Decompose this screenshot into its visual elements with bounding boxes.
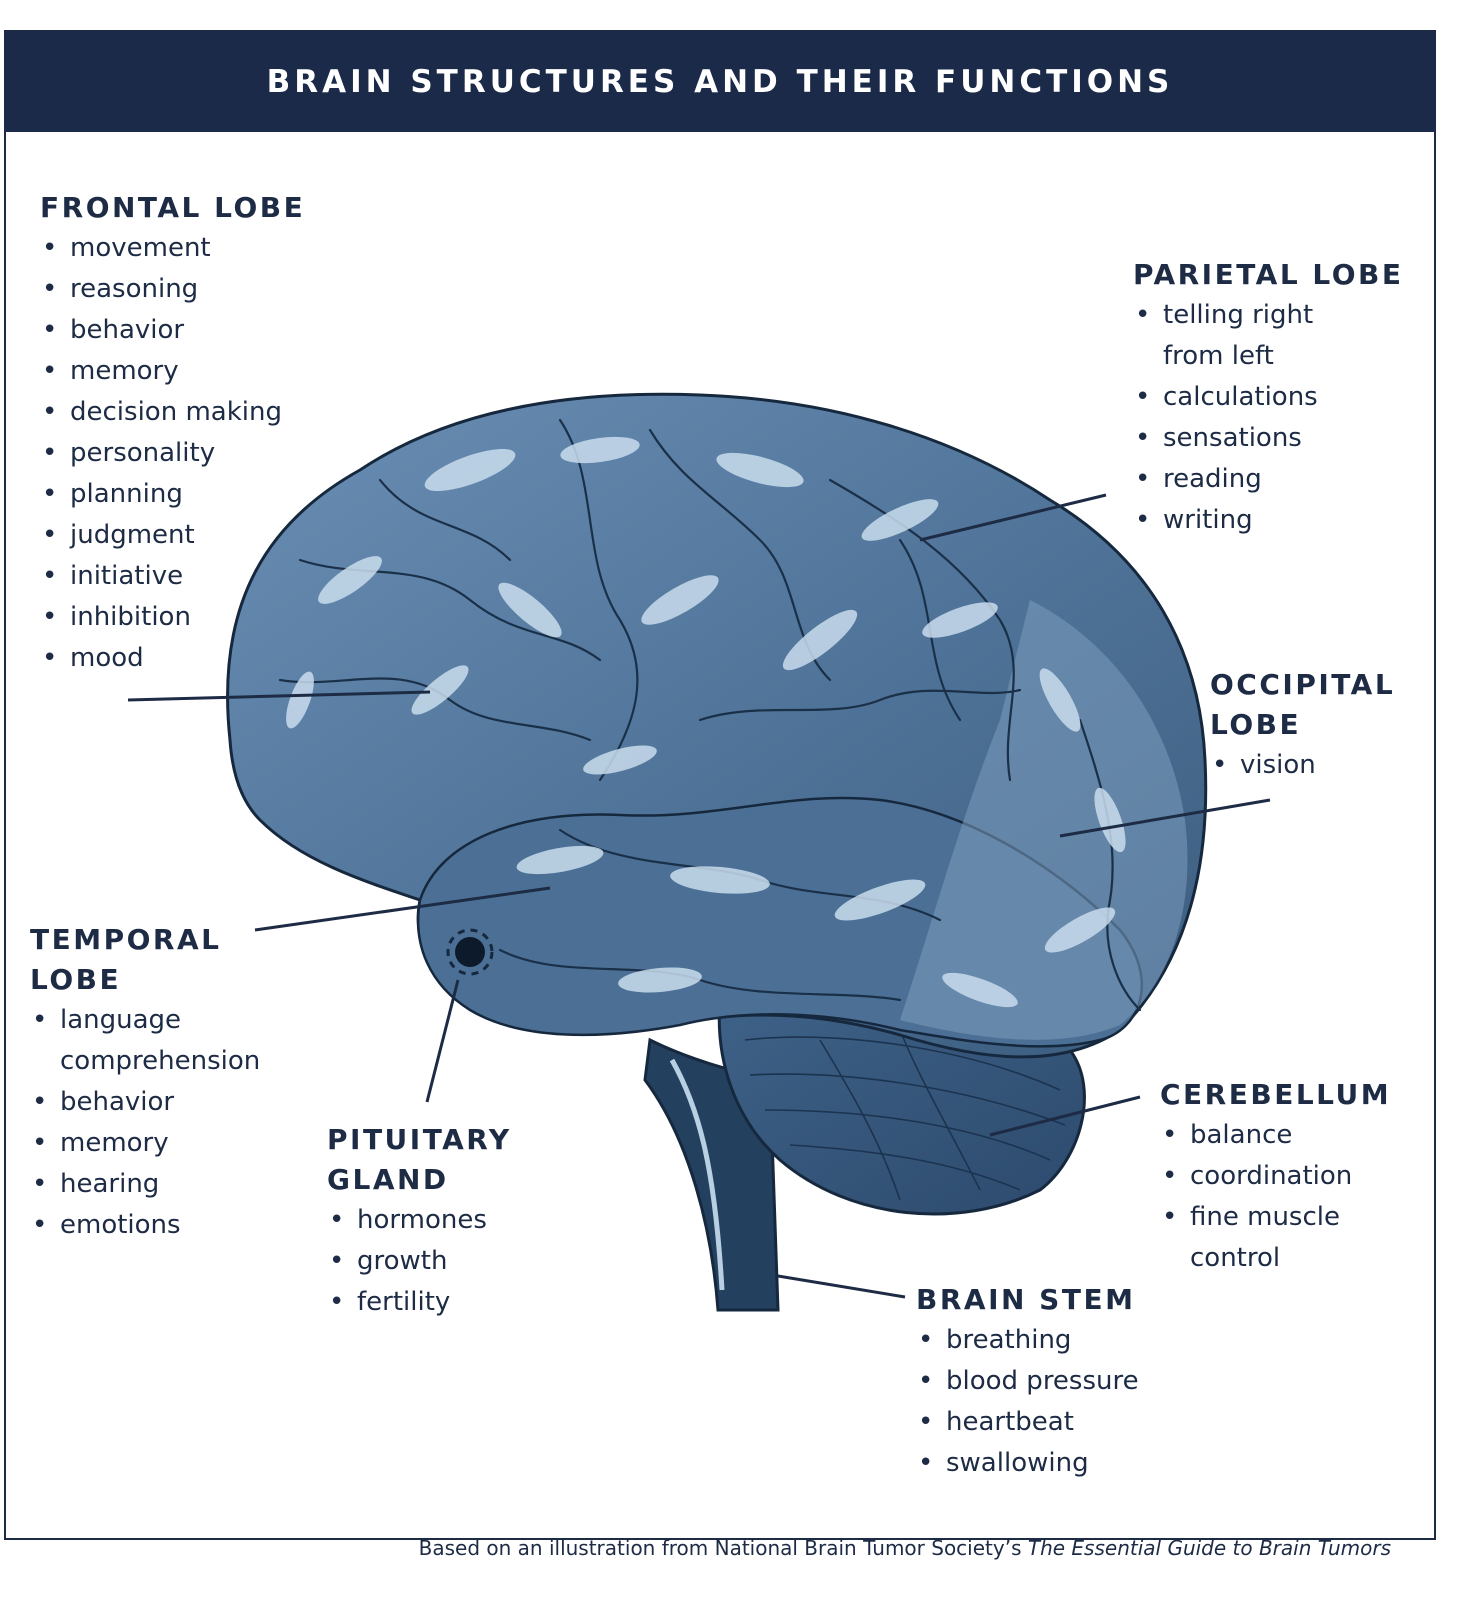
function-item: heartbeat <box>916 1402 1186 1443</box>
source-caption: Based on an illustration from National B… <box>419 1536 1391 1560</box>
function-item: language comprehension <box>30 1000 260 1082</box>
function-item: behavior <box>40 310 330 351</box>
function-item: initiative <box>40 556 330 597</box>
temporal-lobe-label: TEMPORAL LOBE language comprehensionbeha… <box>30 920 260 1246</box>
function-item: fine muscle control <box>1160 1197 1375 1279</box>
function-item: inhibition <box>40 597 330 638</box>
brain-stem-label: BRAIN STEM breathingblood pressureheartb… <box>916 1280 1186 1484</box>
pituitary-gland-marker <box>446 928 494 976</box>
function-item: judgment <box>40 515 330 556</box>
pituitary-gland-functions: hormonesgrowthfertility <box>327 1200 547 1323</box>
temporal-lobe-functions: language comprehensionbehaviormemoryhear… <box>30 1000 260 1246</box>
function-item: calculations <box>1133 377 1343 418</box>
brain-stem-highlight <box>669 1058 725 1291</box>
frontal-lobe-label: FRONTAL LOBE movementreasoningbehaviorme… <box>40 188 330 679</box>
function-item: movement <box>40 228 330 269</box>
function-item: telling right from left <box>1133 295 1343 377</box>
function-item: swallowing <box>916 1443 1186 1484</box>
function-item: coordination <box>1160 1156 1375 1197</box>
cerebellum-functions: balancecoordinationfine muscle control <box>1160 1115 1375 1279</box>
function-item: planning <box>40 474 330 515</box>
function-item: growth <box>327 1241 547 1282</box>
cerebellum-leader <box>989 1095 1141 1137</box>
brain-stem-functions: breathingblood pressureheartbeatswallowi… <box>916 1320 1186 1484</box>
occipital-lobe-functions: vision <box>1210 745 1410 786</box>
parietal-lobe-title: PARIETAL LOBE <box>1133 258 1404 291</box>
function-item: balance <box>1160 1115 1375 1156</box>
function-item: blood pressure <box>916 1361 1186 1402</box>
parietal-lobe-label: PARIETAL LOBE telling right from leftcal… <box>1133 255 1408 541</box>
cerebellum-label: CEREBELLUM balancecoordinationfine muscl… <box>1160 1075 1420 1279</box>
function-item: mood <box>40 638 330 679</box>
function-item: personality <box>40 433 330 474</box>
function-item: hearing <box>30 1164 260 1205</box>
pituitary-gland-title: PITUITARY GLAND <box>327 1123 512 1196</box>
function-item: hormones <box>327 1200 547 1241</box>
function-item: memory <box>30 1123 260 1164</box>
occipital-lobe-label: OCCIPITAL LOBE vision <box>1210 665 1410 786</box>
frontal-lobe-leader <box>127 690 431 702</box>
function-item: vision <box>1210 745 1410 786</box>
function-item: breathing <box>916 1320 1186 1361</box>
page-title: BRAIN STRUCTURES AND THEIR FUNCTIONS <box>6 32 1434 132</box>
temporal-lobe-leader <box>254 886 551 932</box>
cerebellum-title: CEREBELLUM <box>1160 1078 1392 1111</box>
function-item: decision making <box>40 392 330 433</box>
occipital-lobe-leader <box>1059 798 1271 838</box>
leader-lines <box>127 493 1271 1299</box>
brain-stem-title: BRAIN STEM <box>916 1283 1136 1316</box>
caption-text: Based on an illustration from National B… <box>418 1536 1028 1560</box>
brain-stem-leader <box>777 1274 906 1299</box>
temporal-lobe-title: TEMPORAL LOBE <box>30 923 222 996</box>
function-item: writing <box>1133 500 1343 541</box>
function-item: sensations <box>1133 418 1343 459</box>
parietal-lobe-leader <box>919 493 1107 542</box>
occipital-lobe-title: OCCIPITAL LOBE <box>1210 668 1396 741</box>
parietal-lobe-functions: telling right from leftcalculationssensa… <box>1133 295 1343 541</box>
pituitary-gland-label: PITUITARY GLAND hormonesgrowthfertility <box>327 1120 547 1323</box>
cerebellum-folds <box>744 1029 1066 1201</box>
function-item: memory <box>40 351 330 392</box>
frontal-lobe-functions: movementreasoningbehaviormemorydecision … <box>40 228 330 679</box>
function-item: emotions <box>30 1205 260 1246</box>
occipital-lobe-shape <box>900 600 1188 1040</box>
function-item: reading <box>1133 459 1343 500</box>
function-item: reasoning <box>40 269 330 310</box>
brain-gyri-highlights <box>286 436 1126 1008</box>
caption-source-title: The Essential Guide to Brain Tumors <box>1027 1536 1391 1560</box>
function-item: behavior <box>30 1082 260 1123</box>
pituitary-gland-leader <box>425 979 460 1103</box>
function-item: fertility <box>327 1282 547 1323</box>
frontal-lobe-title: FRONTAL LOBE <box>40 191 306 224</box>
